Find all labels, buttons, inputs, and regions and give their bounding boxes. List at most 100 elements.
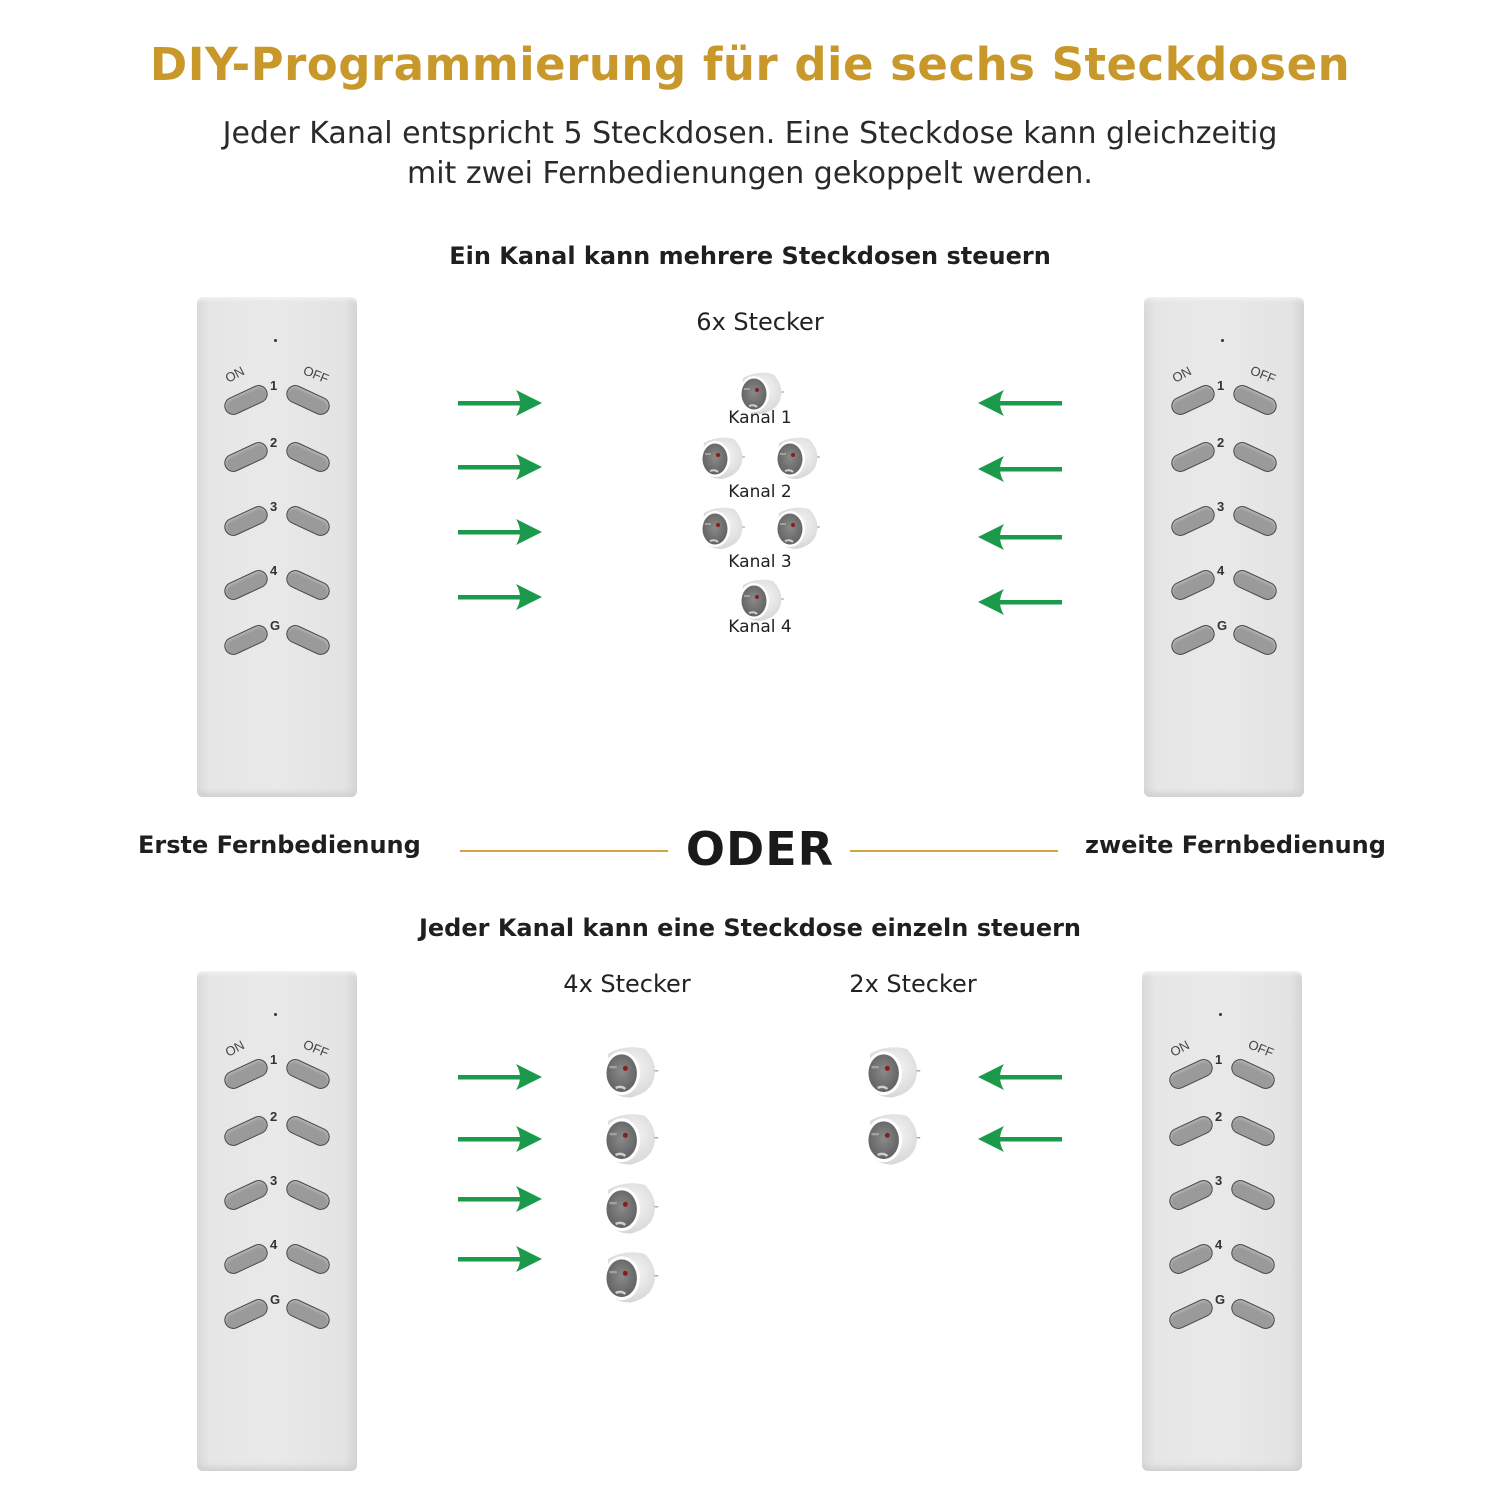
arrow-right-icon (458, 1126, 542, 1152)
arrow-right-icon (458, 1064, 542, 1090)
on-button-g[interactable] (221, 1296, 271, 1332)
off-button-3[interactable] (283, 1177, 333, 1213)
off-button-g[interactable] (1228, 1296, 1278, 1332)
on-button-2[interactable] (221, 1113, 271, 1149)
remote-row-3: 3 (1142, 1173, 1302, 1213)
channel-number: 4 (1215, 1237, 1223, 1252)
on-button-4[interactable] (1168, 567, 1218, 603)
off-button-1[interactable] (1230, 382, 1280, 418)
kanal-4-label: Kanal 4 (728, 617, 792, 637)
on-button-1[interactable] (1168, 382, 1218, 418)
remote-row-1: 1 (1142, 1052, 1302, 1092)
on-button-4[interactable] (1166, 1241, 1216, 1277)
off-button-1[interactable] (283, 1056, 333, 1092)
channel-number: 2 (270, 435, 278, 450)
on-button-3[interactable] (1168, 503, 1218, 539)
off-button-g[interactable] (283, 622, 333, 658)
channel-number: 2 (1217, 435, 1225, 450)
off-button-3[interactable] (1230, 503, 1280, 539)
subtitle-line-2: mit zwei Fernbedienungen gekoppelt werde… (407, 156, 1093, 191)
arrow-left-icon (978, 589, 1062, 615)
remote-row-3: 3 (197, 1173, 357, 1213)
remote-row-g: G (1142, 1292, 1302, 1332)
off-button-2[interactable] (283, 439, 333, 475)
off-button-1[interactable] (1228, 1056, 1278, 1092)
plug-count-label-2x: 2x Stecker (849, 970, 977, 998)
remote-row-4: 4 (197, 1237, 357, 1277)
divider-line-left (460, 850, 668, 852)
smart-plug-icon (598, 1249, 660, 1305)
off-button-g[interactable] (1230, 622, 1280, 658)
plug-count-label-6x: 6x Stecker (696, 308, 824, 336)
remote-row-1: 1 (197, 378, 357, 418)
led-indicator (1221, 339, 1224, 342)
remote-row-4: 4 (197, 563, 357, 603)
page-subtitle: Jeder Kanal entspricht 5 Steckdosen. Ein… (0, 114, 1500, 194)
on-button-4[interactable] (221, 567, 271, 603)
off-button-g[interactable] (283, 1296, 333, 1332)
kanal-3-label: Kanal 3 (728, 552, 792, 572)
on-button-1[interactable] (1166, 1056, 1216, 1092)
on-button-g[interactable] (1166, 1296, 1216, 1332)
arrow-left-icon (978, 524, 1062, 550)
section-bottom-heading: Jeder Kanal kann eine Steckdose einzeln … (418, 914, 1082, 942)
arrow-left-icon (978, 1126, 1062, 1152)
second-remote-label: zweite Fernbedienung (1085, 831, 1386, 859)
on-button-3[interactable] (221, 1177, 271, 1213)
subtitle-line-1: Jeder Kanal entspricht 5 Steckdosen. Ein… (222, 116, 1278, 151)
smart-plug-icon (598, 1111, 660, 1167)
off-button-4[interactable] (283, 567, 333, 603)
off-button-4[interactable] (283, 1241, 333, 1277)
first-remote-label: Erste Fernbedienung (138, 831, 421, 859)
channel-number: 3 (1217, 499, 1225, 514)
remote-row-2: 2 (197, 435, 357, 475)
channel-number: 4 (270, 563, 278, 578)
section-top-heading: Ein Kanal kann mehrere Steckdosen steuer… (449, 242, 1051, 270)
smart-plug-icon (696, 435, 746, 481)
off-button-3[interactable] (1228, 1177, 1278, 1213)
on-button-2[interactable] (221, 439, 271, 475)
channel-number: 1 (270, 1052, 278, 1067)
off-button-2[interactable] (283, 1113, 333, 1149)
off-button-4[interactable] (1230, 567, 1280, 603)
on-button-4[interactable] (221, 1241, 271, 1277)
channel-number: G (1217, 618, 1228, 633)
smart-plug-icon (696, 505, 746, 551)
kanal-1-label: Kanal 1 (728, 408, 792, 428)
off-button-2[interactable] (1228, 1113, 1278, 1149)
on-button-2[interactable] (1166, 1113, 1216, 1149)
page-title: DIY-Programmierung für die sechs Steckdo… (149, 38, 1351, 91)
off-button-2[interactable] (1230, 439, 1280, 475)
off-button-4[interactable] (1228, 1241, 1278, 1277)
remote-row-g: G (1144, 618, 1304, 658)
arrow-right-icon (458, 519, 542, 545)
on-button-g[interactable] (1168, 622, 1218, 658)
remote-top-right: ON OFF 1 2 3 4 G (1144, 297, 1304, 797)
channel-number: 1 (1215, 1052, 1223, 1067)
channel-number: 4 (270, 1237, 278, 1252)
off-button-3[interactable] (283, 503, 333, 539)
on-button-1[interactable] (221, 382, 271, 418)
channel-number: 3 (270, 499, 278, 514)
off-button-1[interactable] (283, 382, 333, 418)
channel-number: 2 (1215, 1109, 1223, 1124)
remote-top-left: ON OFF 1 2 3 4 G (197, 297, 357, 797)
arrow-right-icon (458, 584, 542, 610)
led-indicator (1219, 1013, 1222, 1016)
oder-label: ODER (685, 822, 835, 876)
on-button-3[interactable] (221, 503, 271, 539)
smart-plug-icon (771, 435, 821, 481)
on-button-3[interactable] (1166, 1177, 1216, 1213)
smart-plug-icon (771, 505, 821, 551)
arrow-right-icon (458, 454, 542, 480)
channel-number: 4 (1217, 563, 1225, 578)
on-button-2[interactable] (1168, 439, 1218, 475)
remote-row-1: 1 (197, 1052, 357, 1092)
channel-number: G (270, 618, 281, 633)
remote-row-3: 3 (197, 499, 357, 539)
arrow-right-icon (458, 390, 542, 416)
led-indicator (274, 1013, 277, 1016)
smart-plug-icon (598, 1180, 660, 1236)
on-button-g[interactable] (221, 622, 271, 658)
on-button-1[interactable] (221, 1056, 271, 1092)
